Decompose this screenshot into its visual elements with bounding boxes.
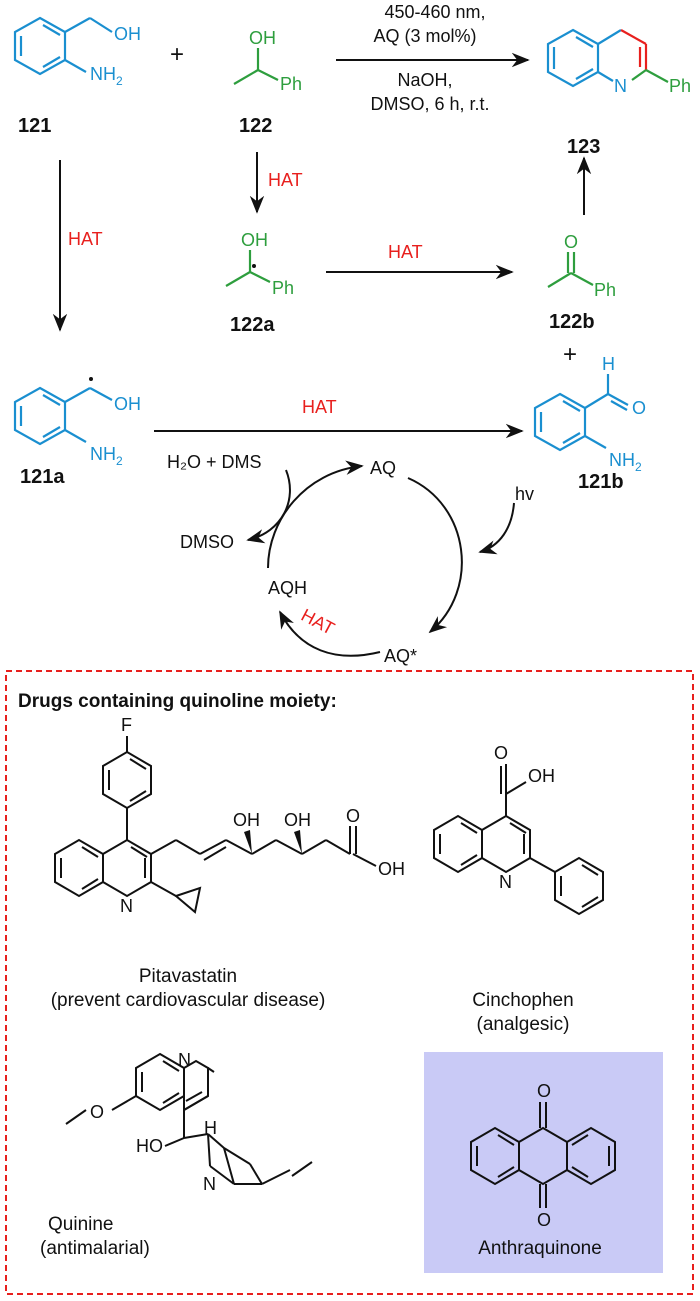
quinine-structure bbox=[65, 1052, 313, 1185]
condition-line4: DMSO, 6 h, r.t. bbox=[370, 94, 489, 114]
cycle-h2o-dms: H₂O + DMS bbox=[167, 452, 262, 472]
plus-top: + bbox=[170, 41, 184, 68]
pitavastatin-wedge-1 bbox=[244, 830, 252, 854]
cycle-arrow-aqh-to-aq bbox=[267, 460, 364, 569]
compound-121a bbox=[13, 386, 113, 446]
catalytic-cycle bbox=[246, 460, 515, 657]
c123-label: 123 bbox=[567, 136, 600, 158]
quinine-name: Quinine bbox=[48, 1214, 114, 1235]
c121-nh2: NH2 bbox=[90, 64, 123, 88]
hat-left: HAT bbox=[68, 229, 103, 249]
c122a-label: 122a bbox=[230, 314, 275, 336]
cinchophen-n: N bbox=[499, 872, 512, 892]
cycle-aq-star: AQ* bbox=[384, 646, 417, 666]
compound-123 bbox=[546, 28, 669, 88]
drug-box-title: Drugs containing quinoline moiety: bbox=[18, 691, 337, 712]
cycle-hv: hv bbox=[515, 484, 534, 504]
cycle-aq: AQ bbox=[370, 458, 396, 478]
c121a-nh2: NH2 bbox=[90, 444, 123, 468]
c123-ph: Ph bbox=[669, 76, 691, 96]
hat-lower: HAT bbox=[302, 397, 337, 417]
cycle-dmso: DMSO bbox=[180, 532, 234, 552]
pitavastatin-oh2: OH bbox=[284, 810, 311, 830]
pitavastatin-oh1: OH bbox=[233, 810, 260, 830]
pitavastatin-wedge-2 bbox=[294, 830, 302, 854]
c121b-h: H bbox=[602, 354, 615, 374]
c121-label: 121 bbox=[18, 115, 51, 137]
condition-line2: AQ (3 mol%) bbox=[373, 26, 476, 46]
cinchophen-use: (analgesic) bbox=[477, 1014, 570, 1035]
c121b-o: O bbox=[632, 398, 646, 418]
c122b-ph: Ph bbox=[594, 280, 616, 300]
pitavastatin-n: N bbox=[120, 896, 133, 916]
c122-oh: OH bbox=[249, 28, 276, 48]
anthraquinone-name: Anthraquinone bbox=[478, 1238, 602, 1259]
hat-cycle: HAT bbox=[298, 605, 338, 639]
plus-mid: + bbox=[563, 341, 577, 368]
anthraquinone-o2: O bbox=[537, 1210, 551, 1230]
c122b-o: O bbox=[564, 232, 578, 252]
c121a-label: 121a bbox=[20, 466, 65, 488]
c123-n: N bbox=[614, 76, 627, 96]
compound-122 bbox=[233, 48, 279, 85]
c121b-label: 121b bbox=[578, 471, 624, 493]
c122-label: 122 bbox=[239, 115, 272, 137]
anthraquinone-structure bbox=[470, 1102, 616, 1208]
anthraquinone-highlight bbox=[424, 1052, 663, 1273]
pitavastatin-structure bbox=[54, 736, 377, 914]
drug-box bbox=[5, 670, 694, 1295]
cinchophen-name: Cinchophen bbox=[472, 990, 573, 1011]
quinine-use: (antimalarial) bbox=[40, 1238, 150, 1259]
compound-121 bbox=[13, 16, 113, 76]
c121b-nh2: NH2 bbox=[609, 450, 642, 474]
cycle-arrow-aqstar-to-aqh bbox=[279, 610, 381, 657]
c122b-label: 122b bbox=[549, 311, 595, 333]
quinine-n2: N bbox=[203, 1174, 216, 1194]
quinine-n1: N bbox=[178, 1050, 191, 1070]
compound-122a bbox=[225, 250, 271, 287]
c122a-radical-dot bbox=[252, 264, 256, 268]
c122-ph: Ph bbox=[280, 74, 302, 94]
c122a-ph: Ph bbox=[272, 278, 294, 298]
cinchophen-o: O bbox=[494, 743, 508, 763]
condition-line1: 450-460 nm, bbox=[384, 2, 485, 22]
c121-oh: OH bbox=[114, 24, 141, 44]
quinine-ho: HO bbox=[136, 1136, 163, 1156]
cinchophen-oh: OH bbox=[528, 766, 555, 786]
pitavastatin-oh3: OH bbox=[378, 859, 405, 879]
quinine-h: H bbox=[204, 1118, 217, 1138]
pitavastatin-name: Pitavastatin bbox=[139, 966, 237, 987]
hat-middle: HAT bbox=[268, 170, 303, 190]
c121a-radical-dot bbox=[89, 377, 93, 381]
compound-121b bbox=[533, 374, 629, 452]
c122a-oh: OH bbox=[241, 230, 268, 250]
cycle-arrow-dms-to-dmso bbox=[246, 469, 291, 544]
anthraquinone-o1: O bbox=[537, 1081, 551, 1101]
cycle-arrow-aq-to-aqstar bbox=[407, 477, 463, 634]
cinchophen-structure bbox=[433, 764, 604, 916]
condition-line3: NaOH, bbox=[397, 70, 452, 90]
pitavastatin-use: (prevent cardiovascular disease) bbox=[51, 990, 326, 1011]
cycle-arrow-hv bbox=[478, 502, 515, 555]
pitavastatin-o: O bbox=[346, 806, 360, 826]
compound-122b bbox=[547, 252, 594, 288]
pitavastatin-f: F bbox=[121, 715, 132, 735]
quinine-o: O bbox=[90, 1102, 104, 1122]
c121a-oh: OH bbox=[114, 394, 141, 414]
hat-horizontal: HAT bbox=[388, 242, 423, 262]
cycle-aqh: AQH bbox=[268, 578, 307, 598]
